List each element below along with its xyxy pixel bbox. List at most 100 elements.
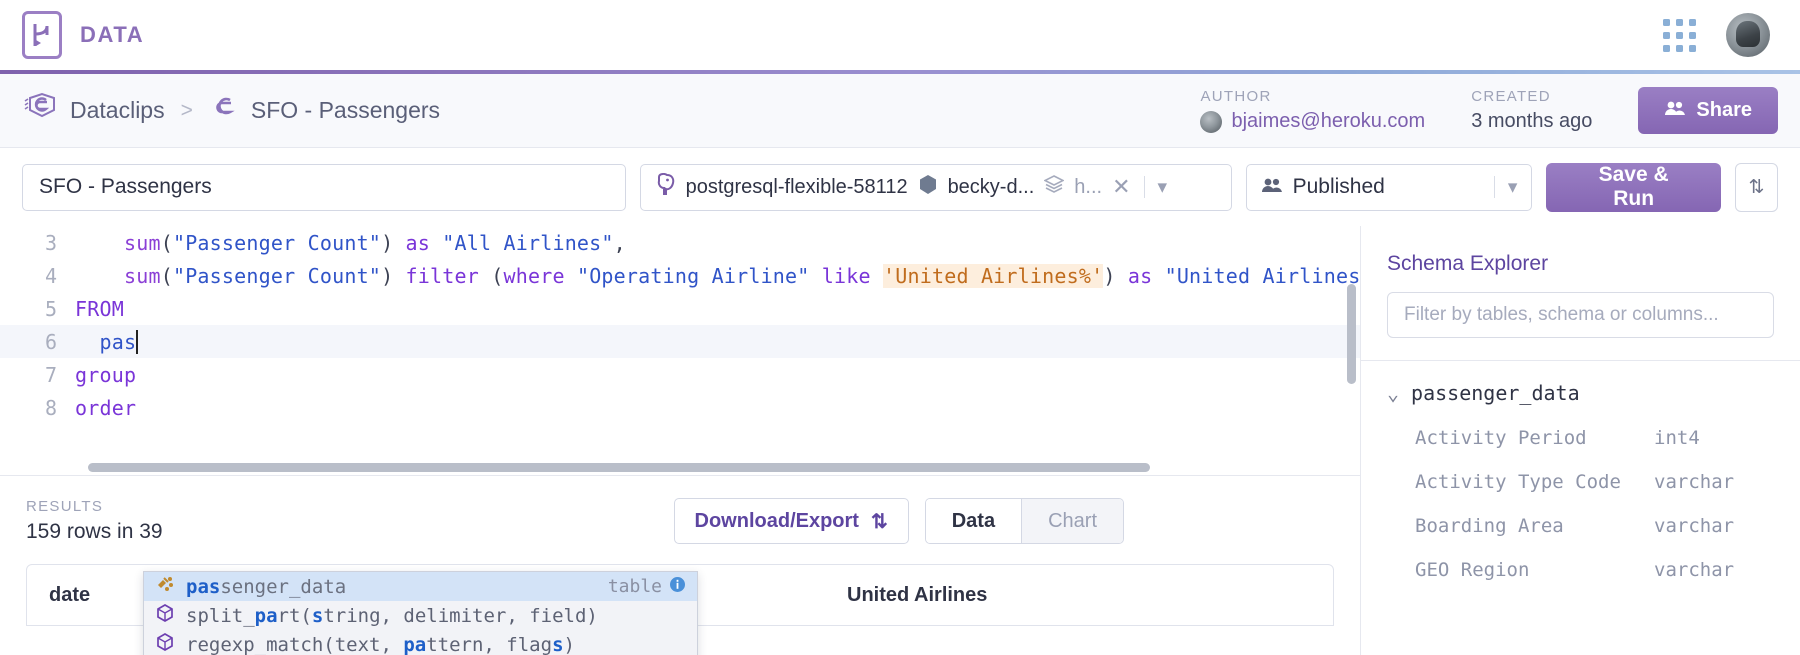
tab-data[interactable]: Data	[925, 499, 1022, 543]
code-line[interactable]: 4 sum("Passenger Count") filter (where "…	[0, 259, 1360, 292]
up-down-chevron-icon[interactable]: ⇅	[1734, 162, 1778, 212]
view-mode-tabs: Data Chart	[924, 498, 1124, 544]
autocomplete-kind-label: table	[607, 576, 662, 597]
brand-label: DATA	[80, 22, 145, 47]
close-icon[interactable]: ✕	[1112, 174, 1131, 199]
text-caret	[136, 329, 139, 354]
code-lines: 3 sum("Passenger Count") as "All Airline…	[0, 226, 1360, 424]
divider	[1361, 360, 1800, 361]
function-icon	[155, 632, 175, 655]
autocomplete-label: split_part(string, delimiter, field)	[186, 604, 598, 627]
schema-column-row[interactable]: Activity Type Code varchar	[1387, 471, 1774, 493]
visibility-selector[interactable]: Published ▾	[1245, 163, 1533, 211]
line-number: 6	[44, 329, 57, 354]
author-email: bjaimes@heroku.com	[1231, 110, 1426, 132]
line-number: 5	[44, 296, 57, 321]
save-and-run-button[interactable]: Save & Run	[1546, 162, 1721, 212]
breadcrumb-bar: Dataclips > SFO - Passengers AUTHOR bjai…	[0, 74, 1800, 148]
results-label: RESULTS	[26, 498, 104, 515]
code-text: sum("Passenger Count") as "All Airlines"…	[123, 230, 626, 255]
line-number: 8	[44, 395, 57, 420]
hexagon-icon	[918, 174, 938, 201]
gradient-divider	[0, 70, 1800, 74]
code-line[interactable]: 6 pas	[0, 325, 1360, 358]
code-line[interactable]: 3 sum("Passenger Count") as "All Airline…	[0, 226, 1360, 259]
breadcrumb-current[interactable]: SFO - Passengers	[209, 94, 440, 128]
app-grid-icon[interactable]	[1663, 18, 1696, 52]
breadcrumb-root[interactable]: Dataclips	[22, 92, 165, 130]
clip-metadata: AUTHOR bjaimes@heroku.com CREATED 3 mont…	[1200, 87, 1778, 134]
function-icon	[155, 603, 175, 628]
column-header-united-airlines[interactable]: United Airlines	[847, 583, 988, 606]
chevron-down-icon[interactable]: ▾	[1507, 176, 1518, 198]
autocomplete-item[interactable]: split_part(string, delimiter, field)	[144, 601, 697, 630]
chevron-down-icon[interactable]: ▾	[1157, 176, 1168, 198]
editor-toolbar: postgresql-flexible-58112 becky-d... h..…	[0, 148, 1800, 226]
results-summary: RESULTS 159 rows in 39	[26, 498, 163, 544]
share-button[interactable]: Share	[1638, 87, 1778, 134]
created-label: CREATED	[1471, 88, 1551, 105]
editor-horizontal-scrollbar[interactable]	[88, 463, 1150, 472]
schema-column-type: varchar	[1654, 515, 1735, 537]
download-export-button[interactable]: Download/Export ⇅	[673, 498, 909, 544]
autocomplete-item[interactable]: passenger_data table	[144, 572, 697, 601]
autocomplete-label: passenger_data	[186, 575, 347, 598]
heroku-logo-icon	[22, 11, 62, 59]
people-icon	[1261, 175, 1283, 199]
chevron-down-icon[interactable]: ⌄	[1387, 381, 1400, 405]
schema-explorer-title: Schema Explorer	[1387, 252, 1549, 275]
tab-chart[interactable]: Chart	[1021, 499, 1123, 543]
left-pane: 3 sum("Passenger Count") as "All Airline…	[0, 226, 1360, 655]
schema-column-name: Activity Type Code	[1415, 471, 1621, 493]
dataclip-name-input[interactable]	[22, 163, 626, 211]
breadcrumb: Dataclips > SFO - Passengers	[22, 92, 440, 130]
line-number: 7	[44, 362, 57, 387]
database-selector[interactable]: postgresql-flexible-58112 becky-d... h..…	[639, 163, 1232, 211]
schema-explorer-panel: Schema Explorer ⌄ passenger_data Activit…	[1360, 226, 1800, 655]
download-export-label: Download/Export	[694, 509, 859, 532]
autocomplete-item[interactable]: regexp_match(text, pattern, flags)	[144, 630, 697, 655]
autocomplete-kind: table	[608, 576, 686, 598]
table-icon	[155, 574, 175, 599]
top-right-actions	[1663, 13, 1770, 57]
divider	[1493, 176, 1495, 198]
editor-vertical-scrollbar[interactable]	[1347, 284, 1356, 384]
autocomplete-dropdown[interactable]: passenger_data table split_part(string, de…	[143, 571, 698, 655]
code-text: pas	[75, 329, 139, 354]
schema-table-passenger-data[interactable]: ⌄ passenger_data	[1387, 381, 1774, 405]
postgres-elephant-icon	[655, 172, 676, 201]
line-number: 3	[44, 230, 57, 255]
visibility-value: Published	[1292, 175, 1385, 198]
author-value: bjaimes@heroku.com	[1200, 110, 1425, 133]
created-block: CREATED 3 months ago	[1471, 88, 1592, 133]
schema-column-name: Boarding Area	[1415, 515, 1564, 537]
schema-column-type: varchar	[1654, 471, 1735, 493]
column-header-date[interactable]: date	[49, 583, 91, 606]
line-number: 4	[44, 263, 57, 288]
brand[interactable]: DATA	[22, 11, 144, 59]
divider	[1143, 176, 1145, 198]
schema-column-name: Activity Period	[1415, 427, 1587, 449]
up-down-chevron-icon: ⇅	[870, 510, 888, 533]
schema-table-label: passenger_data	[1411, 381, 1580, 405]
dataclip-icon	[209, 94, 239, 128]
schema-filter-input[interactable]	[1387, 292, 1774, 338]
top-navbar: DATA	[0, 0, 1800, 70]
schema-column-row[interactable]: Boarding Area varchar	[1387, 515, 1774, 537]
author-avatar	[1200, 110, 1223, 133]
code-text: sum("Passenger Count") filter (where "Op…	[123, 263, 1360, 288]
people-icon	[1664, 99, 1686, 122]
user-avatar[interactable]	[1726, 13, 1770, 57]
sql-editor[interactable]: 3 sum("Passenger Count") as "All Airline…	[0, 226, 1360, 476]
results-actions: Download/Export ⇅ Data Chart	[673, 498, 1124, 544]
info-icon[interactable]	[669, 576, 686, 598]
code-text: order	[75, 395, 137, 420]
main-body: 3 sum("Passenger Count") as "All Airline…	[0, 226, 1800, 655]
schema-column-type: varchar	[1654, 559, 1735, 581]
author-block: AUTHOR bjaimes@heroku.com	[1200, 88, 1425, 133]
code-line[interactable]: 8 order	[0, 391, 1360, 424]
